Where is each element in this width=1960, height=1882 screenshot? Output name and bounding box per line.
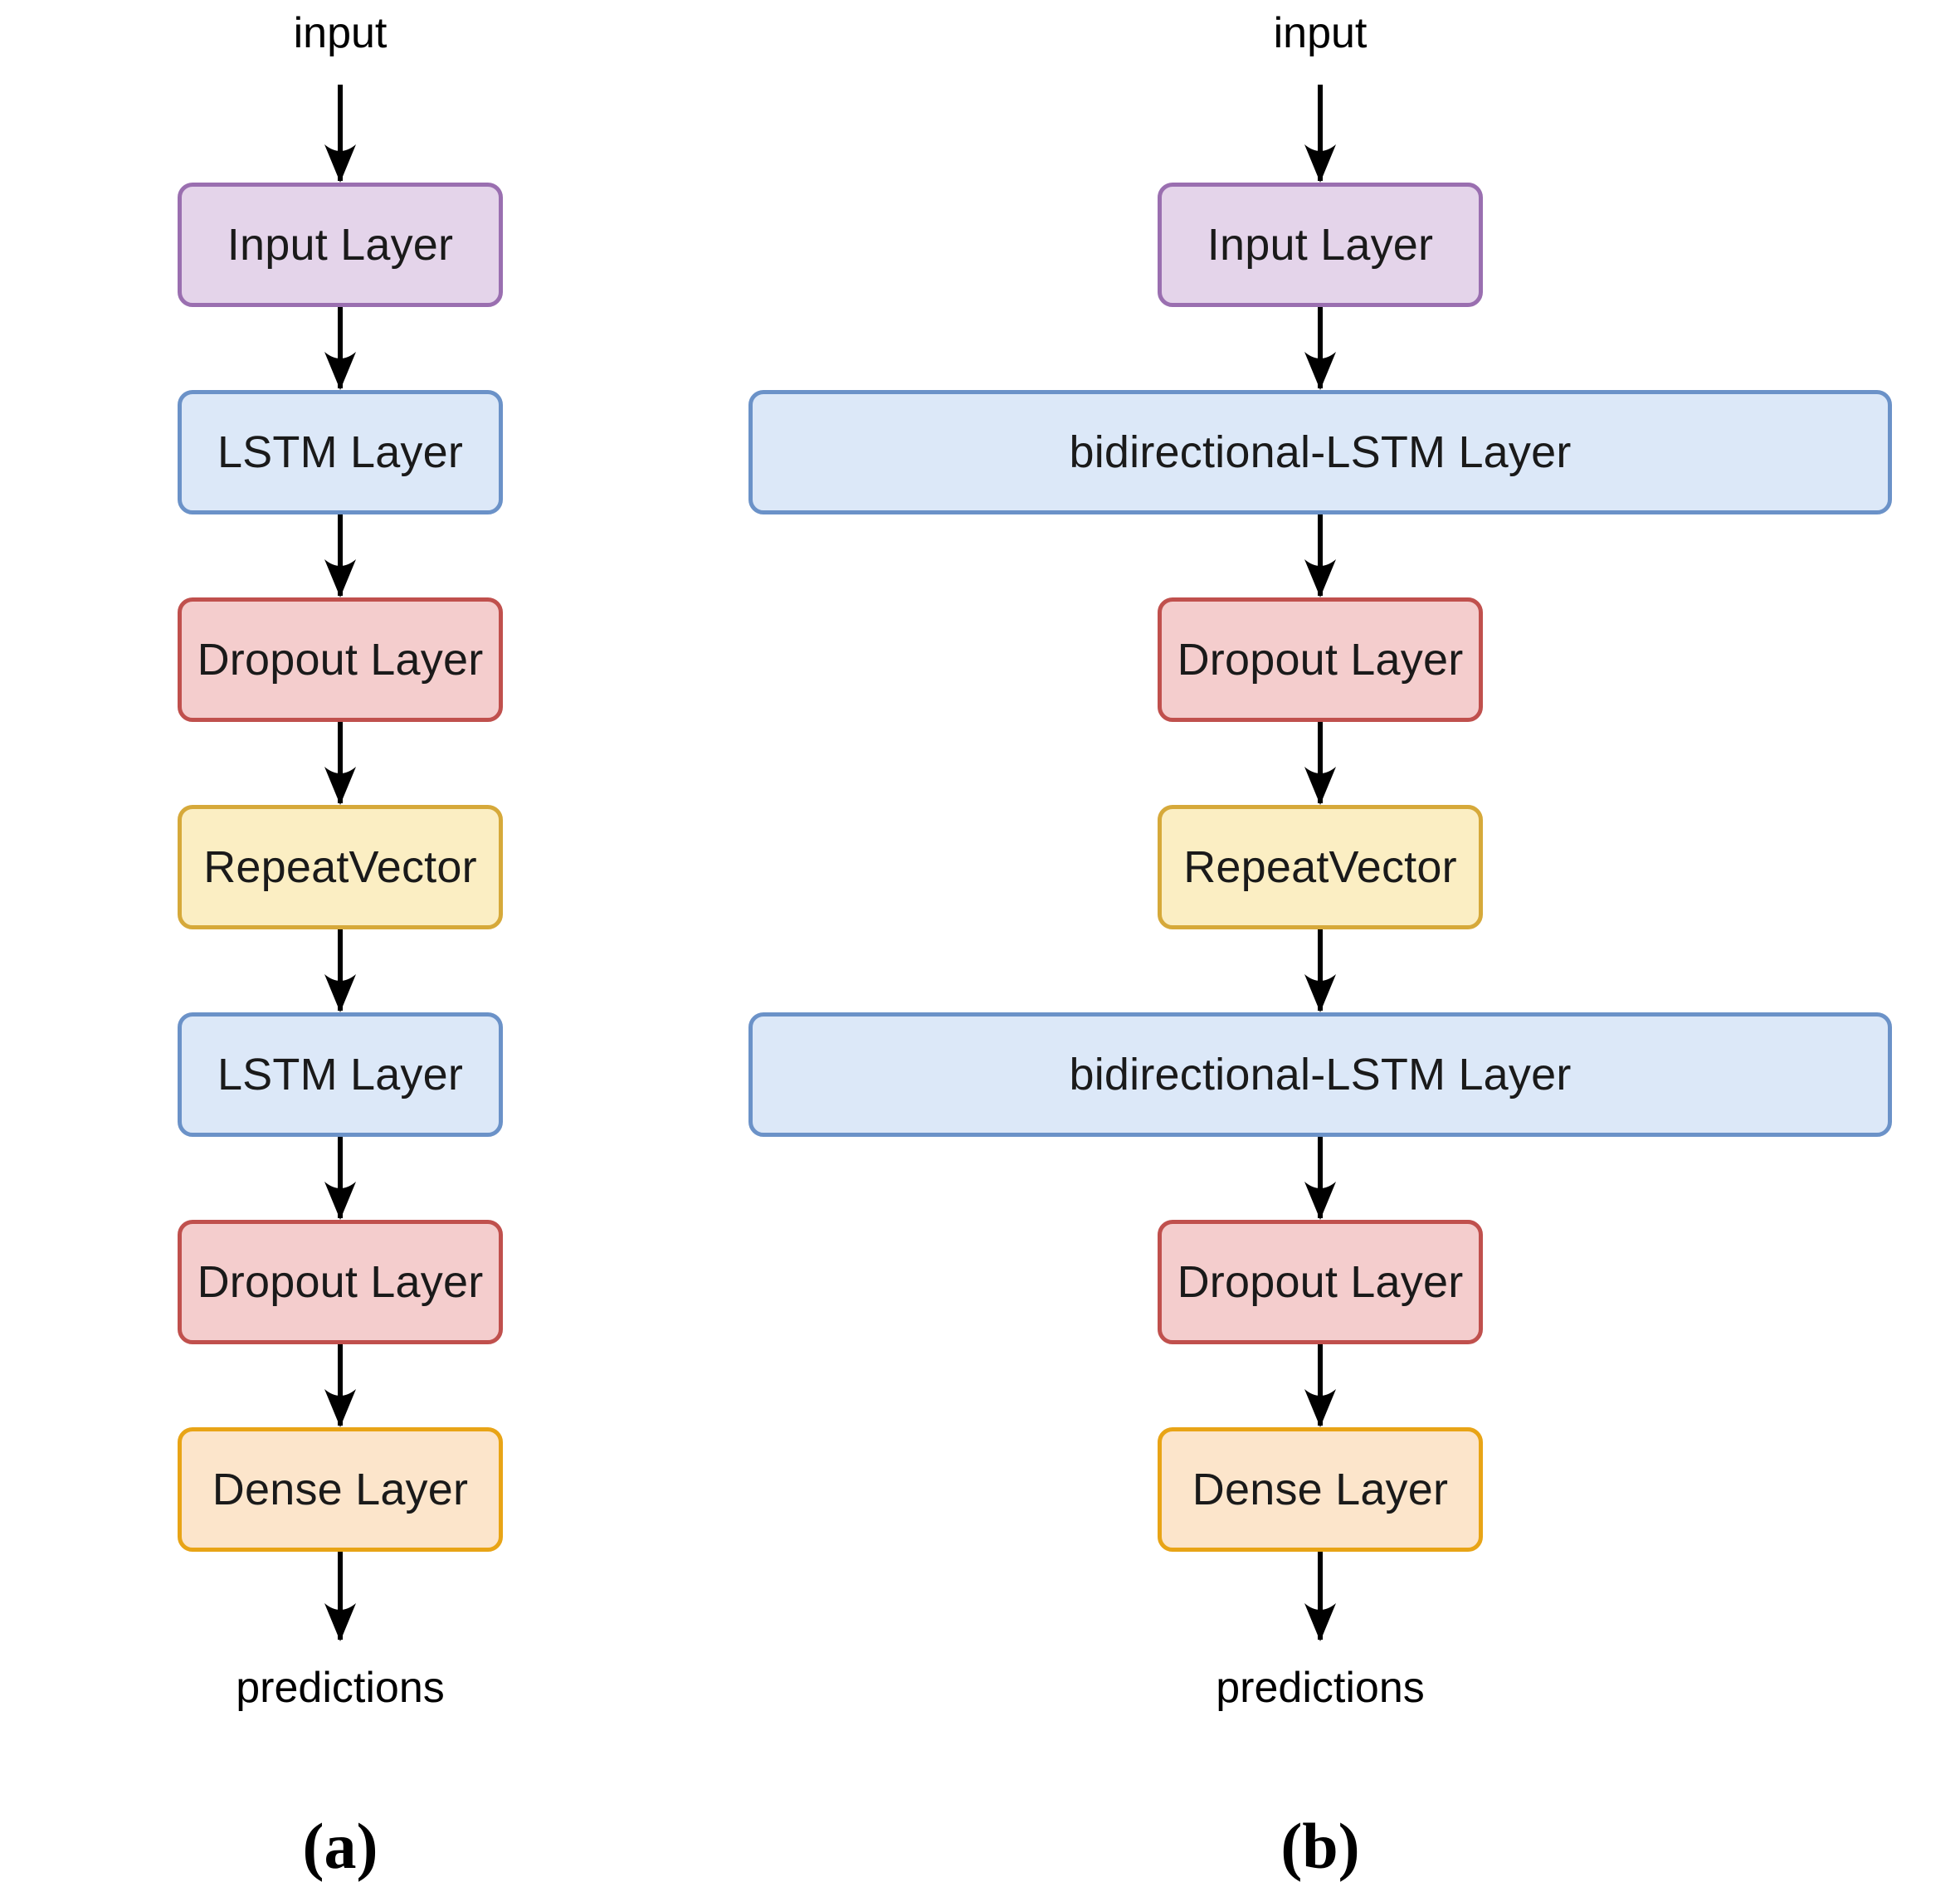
layer-node-label: Input Layer <box>227 220 454 270</box>
flow-arrow <box>1304 1137 1336 1220</box>
output-label: predictions <box>236 1664 445 1712</box>
layer-node[interactable]: LSTM Layer <box>178 390 503 514</box>
flow-arrow <box>324 85 356 183</box>
layer-node[interactable]: Dense Layer <box>178 1427 503 1552</box>
layer-node[interactable]: Input Layer <box>178 183 503 307</box>
layer-node-label: RepeatVector <box>1183 842 1457 892</box>
flow-arrow <box>1304 1344 1336 1427</box>
layer-node-label: Dropout Layer <box>197 1257 484 1307</box>
layer-node[interactable]: bidirectional-LSTM Layer <box>748 390 1892 514</box>
panel-caption: (b) <box>1280 1810 1360 1882</box>
flow-arrow <box>1304 1552 1336 1641</box>
flow-arrow <box>324 722 356 805</box>
layer-node-label: Dense Layer <box>1192 1465 1449 1514</box>
layer-node-label: bidirectional-LSTM Layer <box>1069 1050 1572 1099</box>
flow-arrow <box>324 929 356 1012</box>
flow-arrow <box>1304 929 1336 1012</box>
flow-arrow <box>324 1137 356 1220</box>
layer-node-label: Dense Layer <box>212 1465 469 1514</box>
layer-node[interactable]: RepeatVector <box>178 805 503 929</box>
layer-node-label: bidirectional-LSTM Layer <box>1069 427 1572 477</box>
input-label: input <box>1273 9 1368 57</box>
output-label: predictions <box>1216 1664 1425 1712</box>
layer-node-label: Dropout Layer <box>197 635 484 685</box>
layer-node[interactable]: Dropout Layer <box>178 597 503 722</box>
panel-caption: (a) <box>302 1810 378 1882</box>
layer-node[interactable]: Input Layer <box>1158 183 1483 307</box>
layer-node-label: LSTM Layer <box>217 1050 464 1099</box>
layer-node[interactable]: RepeatVector <box>1158 805 1483 929</box>
flow-arrow <box>1304 514 1336 597</box>
flow-arrow <box>324 307 356 390</box>
layer-node-label: Dropout Layer <box>1177 635 1464 685</box>
layer-node-label: Input Layer <box>1207 220 1434 270</box>
flow-arrow <box>1304 307 1336 390</box>
layer-node-label: RepeatVector <box>203 842 477 892</box>
layer-node-label: LSTM Layer <box>217 427 464 477</box>
flow-arrow <box>324 1344 356 1427</box>
layer-node[interactable]: Dropout Layer <box>1158 597 1483 722</box>
layer-node[interactable]: bidirectional-LSTM Layer <box>748 1012 1892 1137</box>
layer-node[interactable]: LSTM Layer <box>178 1012 503 1137</box>
flow-arrow <box>1304 722 1336 805</box>
layer-node[interactable]: Dense Layer <box>1158 1427 1483 1552</box>
layer-node-label: Dropout Layer <box>1177 1257 1464 1307</box>
layer-node[interactable]: Dropout Layer <box>1158 1220 1483 1344</box>
flow-arrow <box>324 1552 356 1641</box>
flow-arrow <box>324 514 356 597</box>
flow-arrow <box>1304 85 1336 183</box>
layer-node[interactable]: Dropout Layer <box>178 1220 503 1344</box>
input-label: input <box>293 9 388 57</box>
